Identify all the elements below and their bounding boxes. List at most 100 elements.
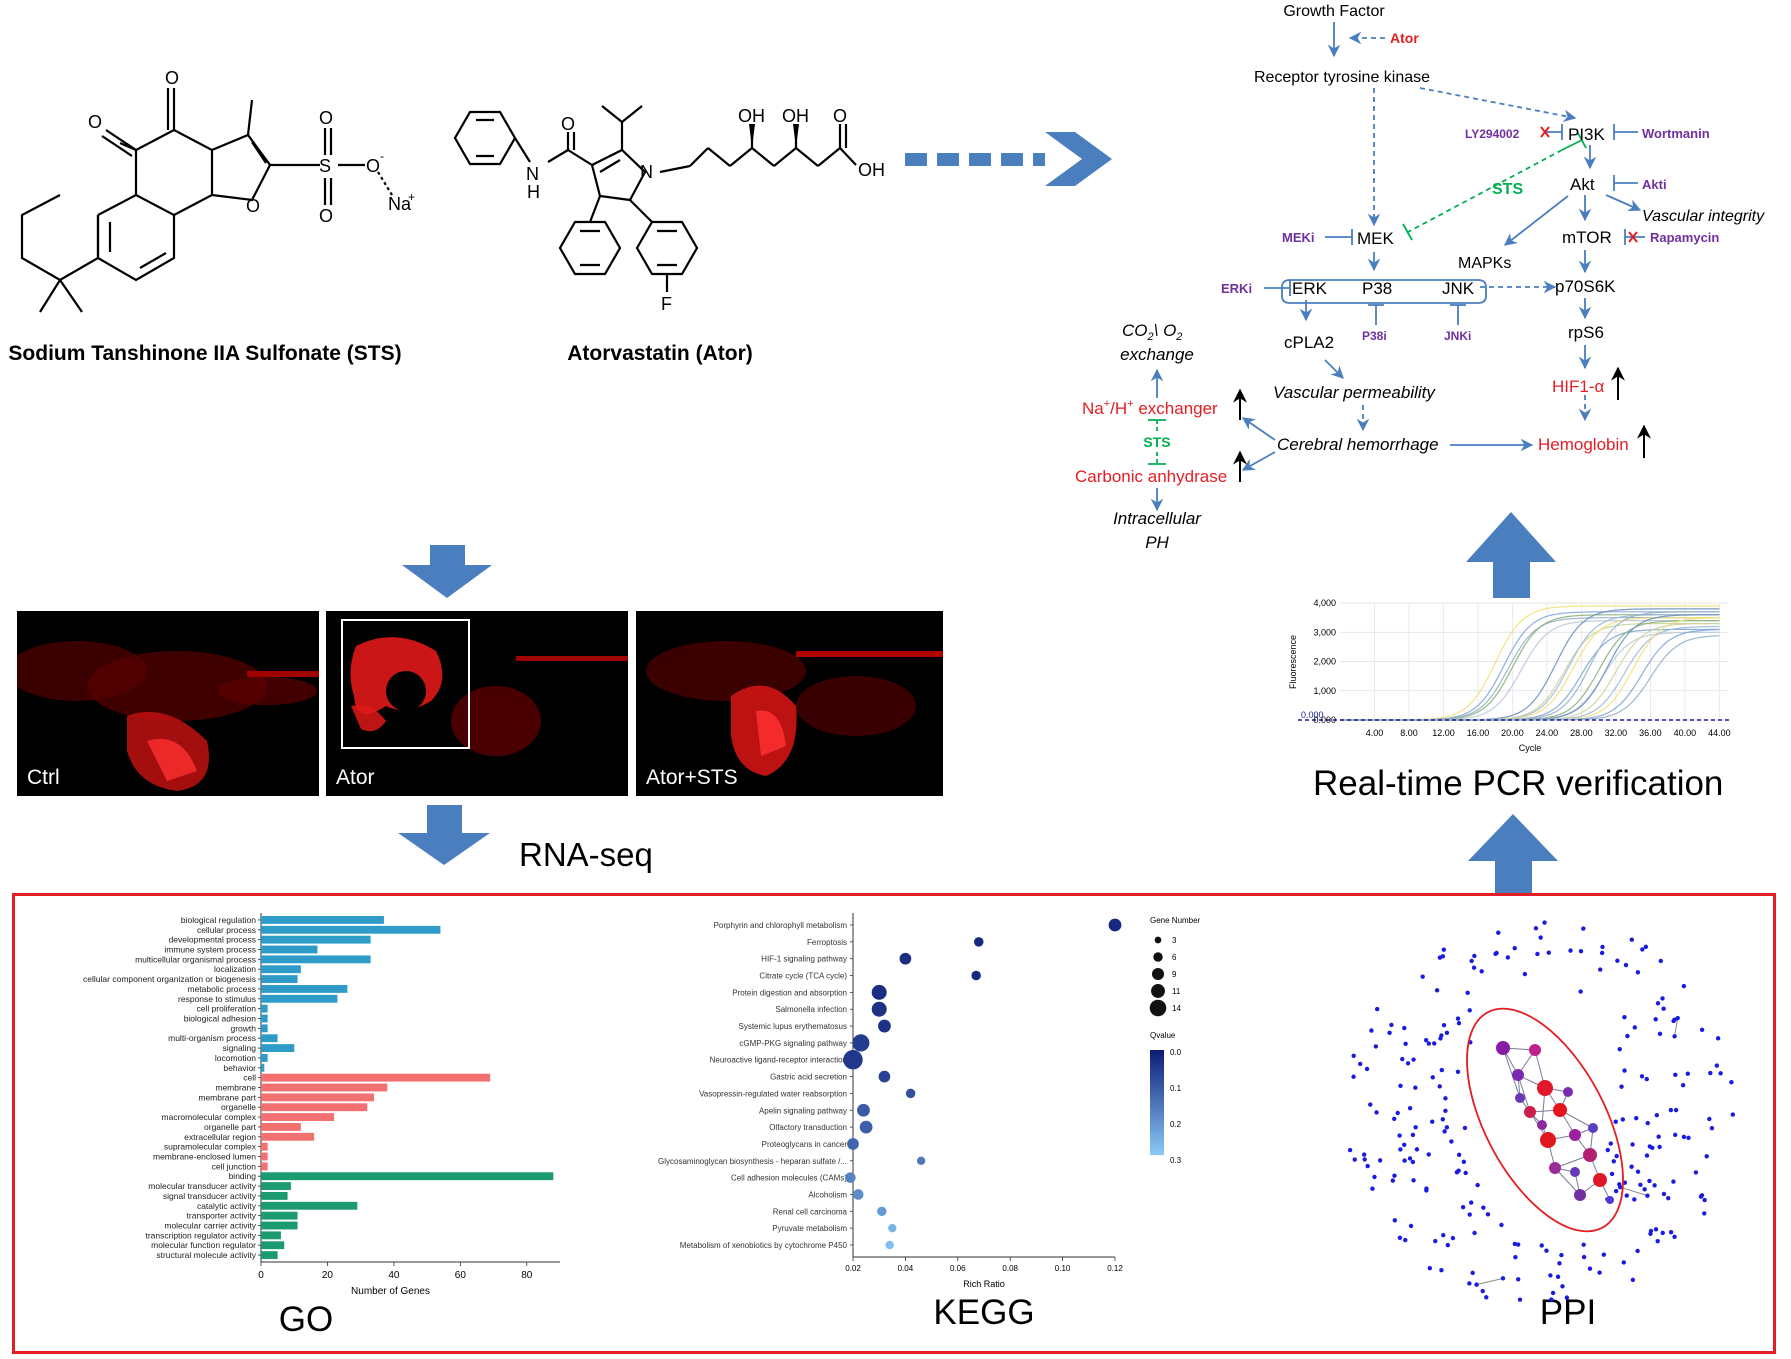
ppi-node [1559, 1252, 1564, 1258]
kegg-legend-size-label: 3 [1172, 936, 1177, 945]
ppi-node [1578, 989, 1583, 994]
node-vascular-permeability: Vascular permeability [1273, 383, 1436, 402]
ppi-node [1395, 1110, 1400, 1116]
ppi-node [1517, 1297, 1523, 1302]
ppi-node [1557, 1261, 1562, 1266]
pcr-ylabel: Fluorescence [1288, 635, 1298, 689]
ator-structure [453, 105, 857, 292]
node-mtor: mTOR [1562, 228, 1612, 247]
ppi-node [1609, 1171, 1615, 1177]
sts-structure [20, 88, 393, 313]
go-category-label: membrane [215, 1083, 256, 1093]
kegg-legend-color-label: 0.3 [1170, 1156, 1182, 1165]
go-bar [261, 1162, 268, 1171]
ppi-node [1397, 1235, 1403, 1241]
go-category-label: developmental process [169, 935, 256, 945]
ppi-node [1374, 1006, 1380, 1012]
go-category-label: macromolecular complex [162, 1112, 257, 1122]
kegg-legend-gradient-step [1150, 1071, 1164, 1075]
ppi-node [1672, 1034, 1677, 1039]
go-label: GO [279, 1300, 333, 1339]
go-xtick-label: 0 [258, 1270, 264, 1281]
pcr-ytick-label: 2,000 [1313, 657, 1336, 667]
atom-o: O [833, 106, 847, 126]
red-x [1540, 126, 1638, 243]
ppi-node [1680, 1083, 1686, 1088]
ppi-node [1438, 1036, 1443, 1041]
ppi-node [1469, 958, 1474, 964]
ppi-node [1622, 1068, 1627, 1073]
ppi-node [1351, 1074, 1356, 1079]
go-bar [261, 1113, 335, 1121]
kegg-category-label: Neuroactive ligand-receptor interaction [710, 1056, 847, 1065]
kegg-bubble [899, 952, 912, 965]
ppi-node [1568, 948, 1573, 953]
node-ator: Ator [1390, 30, 1419, 46]
go-category-label: response to stimulus [178, 994, 256, 1004]
ppi-node [1387, 1030, 1392, 1035]
ppi-node [1605, 1147, 1610, 1153]
ppi-node [1392, 1218, 1398, 1223]
ppi-node [1430, 1075, 1435, 1080]
inhibitor-wortmanin: Wortmanin [1642, 126, 1710, 141]
kegg-legend-gradient-step [1150, 1123, 1164, 1128]
ppi-node [1699, 1193, 1705, 1198]
ppi-node [1347, 1147, 1353, 1153]
ppi-node [1613, 1188, 1619, 1194]
kegg-legend-gradient-step [1150, 1060, 1164, 1065]
ppi-hub-node [1553, 1103, 1567, 1117]
ppi-node [1598, 967, 1603, 972]
go-category-label: cellular component organization or bioge… [83, 974, 256, 984]
node-intracellular: Intracellular [1113, 509, 1202, 528]
ppi-node [1672, 1132, 1678, 1138]
ppi-node [1653, 1227, 1659, 1232]
ppi-node [1443, 1108, 1448, 1114]
go-bar [261, 1004, 268, 1013]
ppi-node [1672, 1234, 1677, 1239]
kegg-bubble [878, 1019, 891, 1033]
node-rps6: rpS6 [1568, 323, 1604, 342]
ppi-cluster-outline [1466, 1007, 1624, 1233]
go-category-label: transcription regulator activity [145, 1230, 256, 1240]
kegg-bubble [859, 1120, 873, 1134]
ppi-node [1635, 1169, 1641, 1174]
ppi-node [1456, 1021, 1462, 1026]
ppi-node [1437, 955, 1443, 960]
go-category-label: multicellular organismal process [135, 954, 256, 964]
ppi-node [1625, 1033, 1630, 1039]
ppi-node [1668, 1107, 1674, 1113]
ppi-node [1479, 969, 1484, 974]
kegg-legend-size-label: 9 [1172, 970, 1177, 979]
pcr-xtick-label: 44.00 [1708, 728, 1731, 738]
ppi-node [1373, 1044, 1379, 1049]
ppi-node [1513, 1254, 1518, 1260]
ppi-hub-node [1540, 1132, 1556, 1148]
go-bar [261, 1083, 388, 1092]
kegg-legend-gradient-step [1150, 1130, 1164, 1135]
node-na-h-exchanger: Na+/H+ exchanger [1082, 398, 1218, 418]
fluorescence-ator-sts [636, 611, 943, 796]
go-bar [261, 1251, 278, 1259]
kegg-xtick-label: 0.02 [845, 1264, 861, 1273]
go-bar [261, 1201, 358, 1210]
ppi-node [1442, 1129, 1447, 1134]
ppi-node [1704, 1154, 1709, 1159]
ppi-node [1709, 1125, 1715, 1131]
ppi-node [1441, 1022, 1447, 1028]
ppi-node [1581, 1254, 1587, 1260]
charge-plus: + [408, 190, 415, 204]
down-arrow-1 [402, 545, 492, 598]
ppi-node [1426, 1041, 1432, 1046]
ppi-edge [1476, 1277, 1504, 1286]
go-category-label: cell [243, 1073, 256, 1083]
ppi-node [1533, 926, 1539, 931]
ppi-node [1643, 944, 1649, 950]
node-cerebral-hemorrhage: Cerebral hemorrhage [1277, 435, 1439, 454]
kegg-legend-gradient-step [1150, 1050, 1164, 1054]
ppi-node [1500, 1276, 1506, 1281]
ppi-node [1617, 1046, 1622, 1052]
pcr-ytick-label: 0.000 [1313, 715, 1336, 725]
ppi-node [1456, 1168, 1461, 1173]
fluorescence-ator [326, 611, 628, 796]
